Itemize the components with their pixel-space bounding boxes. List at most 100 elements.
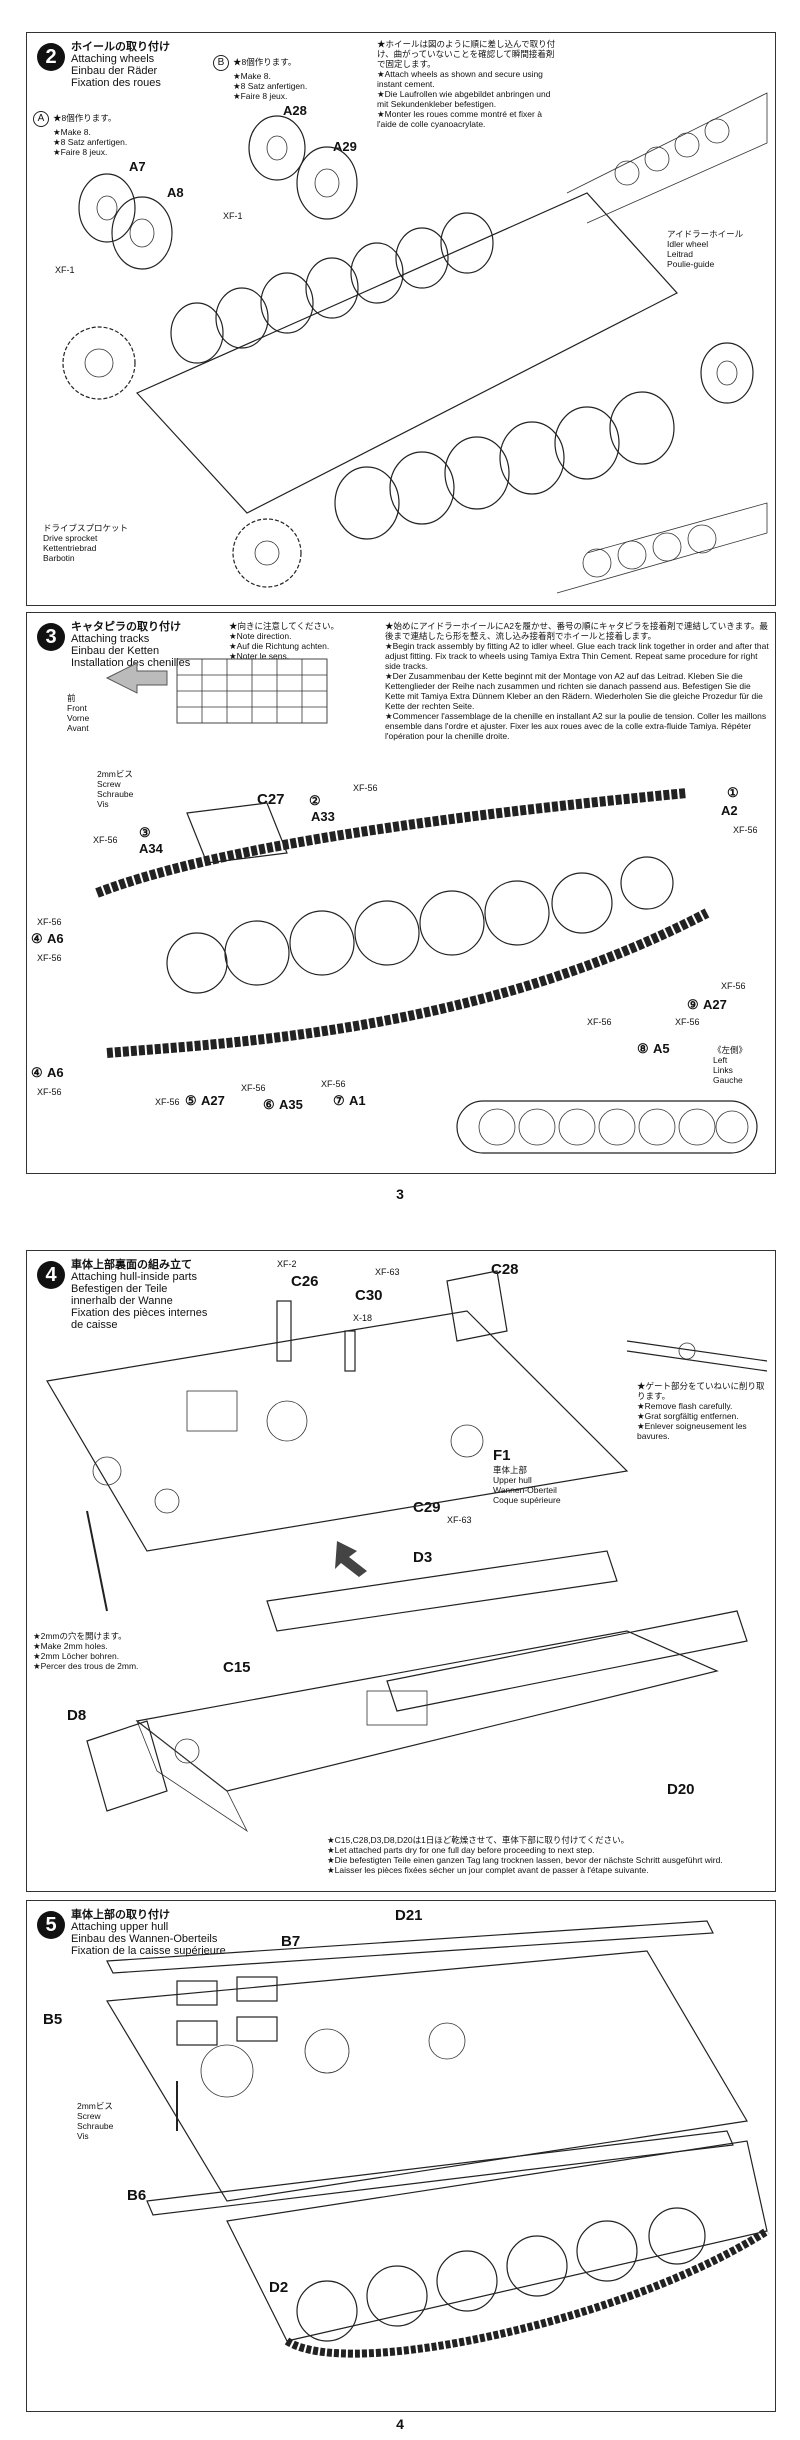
wheel-row-top (170, 212, 494, 364)
part-c26: C26 (291, 1273, 319, 1290)
part-c30: C30 (355, 1287, 383, 1304)
drive-sprocket-label: ドライブスプロケット Drive sprocket Kettentriebrad… (43, 523, 129, 563)
part-b7: B7 (281, 1933, 301, 1950)
inset-side-view (456, 1100, 758, 1154)
step-5-title-jp: 車体上部の取り付け (71, 1909, 170, 1921)
step-4-title-en: Attaching hull-inside parts (71, 1271, 197, 1283)
step-4-title: 車体上部裏面の組み立て Attaching hull-inside parts … (71, 1259, 211, 1331)
color-xf63-top: XF-63 (375, 1267, 400, 1277)
color-xf56-6: XF-56 (721, 981, 746, 991)
wheel-a7-drawing (78, 173, 173, 270)
color-xf56-10: XF-56 (241, 1083, 266, 1093)
color-xf56-9: XF-56 (155, 1097, 180, 1107)
part-d2: D2 (269, 2279, 289, 2296)
step-4-number: 4 (37, 1261, 65, 1289)
part-a33: A33 (311, 809, 335, 824)
num-2: ② (309, 793, 321, 808)
upper-hull-drawing (46, 1310, 629, 1552)
part-a28: A28 (283, 103, 307, 118)
step-4-title-de: Befestigen der Teile innerhalb der Wanne (71, 1283, 173, 1307)
step-4-illustration (46, 1270, 768, 1833)
page-number-4: 4 (396, 2416, 404, 2432)
wheel-a28-drawing (248, 115, 358, 220)
step-2-instruction: ★ホイールは図のように順に差し込んで取り付け、曲がっていないことを確認して瞬間接… (377, 39, 556, 129)
step-3-title-jp: キャタピラの取り付け (71, 621, 181, 633)
upper-track-run (95, 788, 688, 898)
step-4-title-fr: Fixation des pièces internes de caisse (71, 1307, 208, 1331)
color-xf56-5: XF-56 (37, 953, 62, 963)
hull-plate-c27 (186, 802, 288, 864)
step-3-title-de: Einbau der Ketten (71, 645, 160, 657)
part-a6-upper: A6 (47, 931, 64, 946)
part-d21-drawing (106, 1920, 714, 1974)
num-8: ⑧ (637, 1041, 649, 1056)
part-a7: A7 (129, 159, 146, 174)
upper-hull-label: 車体上部 Upper hull Wannen-Oberteil Coque su… (493, 1465, 561, 1505)
num-4-lower: ④ (31, 1065, 43, 1080)
idler-wheel-drawing (700, 342, 754, 404)
idler-wheel-label: アイドラーホイール Idler wheel Leitrad Poulie-gui… (667, 229, 744, 269)
inset-bottom-right (556, 502, 768, 594)
part-b5: B5 (43, 2011, 63, 2028)
drive-sprocket-drawing (62, 326, 302, 588)
side-rail-drawing (146, 2130, 734, 2216)
part-c30-drawing (344, 1330, 356, 1372)
part-c15: C15 (223, 1659, 251, 1676)
color-x18: X-18 (353, 1313, 373, 1323)
lower-hull-tracks (226, 2140, 770, 2358)
part-a5: A5 (653, 1041, 670, 1056)
step-3-number: 3 (37, 623, 65, 651)
direction-note: ★向きに注意してください。 ★Note direction. ★Auf die … (229, 621, 339, 661)
num-3: ③ (139, 825, 151, 840)
page-3: 2 ホイールの取り付け Attaching wheels Einbau der … (0, 0, 800, 1210)
step-2-title-en: Attaching wheels (71, 53, 155, 65)
inset-top-right (566, 92, 768, 224)
variant-b-circle: B (213, 55, 229, 71)
left-side-label: 《左側》 Left Links Gauche (713, 1045, 748, 1085)
front-arrow-icon (105, 662, 168, 694)
variant-b-note: B★8個作ります。 ★Make 8. ★8 Satz anfertigen. ★… (213, 55, 307, 101)
color-xf2: XF-2 (277, 1259, 297, 1269)
color-xf56-1: XF-56 (353, 783, 378, 793)
step-4-panel: 4 車体上部裏面の組み立て Attaching hull-inside part… (26, 1250, 776, 1892)
color-xf63-bottom: XF-63 (447, 1515, 472, 1525)
down-arrow-icon (335, 1541, 367, 1577)
num-9: ⑨ (687, 997, 699, 1012)
part-c28-drawing (446, 1270, 508, 1342)
num-1: ① (727, 785, 739, 800)
road-wheels (166, 856, 674, 994)
part-d8-drawing (86, 1720, 200, 1812)
dry-note: ★C15,C28,D3,D8,D20は1日ほど乾燥させて、車体下部に取り付けてく… (327, 1835, 723, 1875)
num-4-upper: ④ (31, 931, 43, 946)
color-xf56-4: XF-56 (37, 917, 62, 927)
part-a27-right: A27 (703, 997, 727, 1012)
part-a6-lower: A6 (47, 1065, 64, 1080)
color-xf56-11: XF-56 (321, 1079, 346, 1089)
drill-bit-drawing (86, 1510, 108, 1612)
color-xf1-b: XF-1 (223, 211, 243, 221)
page-number-3: 3 (396, 1186, 404, 1202)
step-5-panel: 5 車体上部の取り付け Attaching upper hull Einbau … (26, 1900, 776, 2412)
step-2-title: ホイールの取り付け Attaching wheels Einbau der Rä… (71, 41, 170, 89)
step-3-panel: 3 キャタピラの取り付け Attaching tracks Einbau der… (26, 612, 776, 1174)
upper-hull-drawing-step5 (105, 1950, 748, 2202)
step-2-illustration (62, 92, 768, 594)
part-d21: D21 (395, 1907, 423, 1924)
front-label: 前 Front Vorne Avant (67, 693, 90, 733)
step-2-title-jp: ホイールの取り付け (71, 41, 170, 53)
part-a35: A35 (279, 1097, 303, 1112)
color-xf56-12: XF-56 (587, 1017, 612, 1027)
part-a2: A2 (721, 803, 738, 818)
screw-label: 2mmビス Screw Schraube Vis (97, 769, 134, 809)
step-2-number: 2 (37, 43, 65, 71)
part-d20: D20 (667, 1781, 695, 1798)
part-d3-drawing (266, 1550, 618, 1632)
num-5: ⑤ (185, 1093, 197, 1108)
step-2-title-de: Einbau der Räder (71, 65, 158, 77)
step-5-number: 5 (37, 1911, 65, 1939)
variant-a-note: A★8個作ります。 ★Make 8. ★8 Satz anfertigen. ★… (33, 111, 127, 157)
lower-hull-drawing (135, 1630, 719, 1833)
num-7: ⑦ (333, 1093, 345, 1108)
num-6: ⑥ (263, 1097, 275, 1112)
variant-a-circle: A (33, 111, 49, 127)
